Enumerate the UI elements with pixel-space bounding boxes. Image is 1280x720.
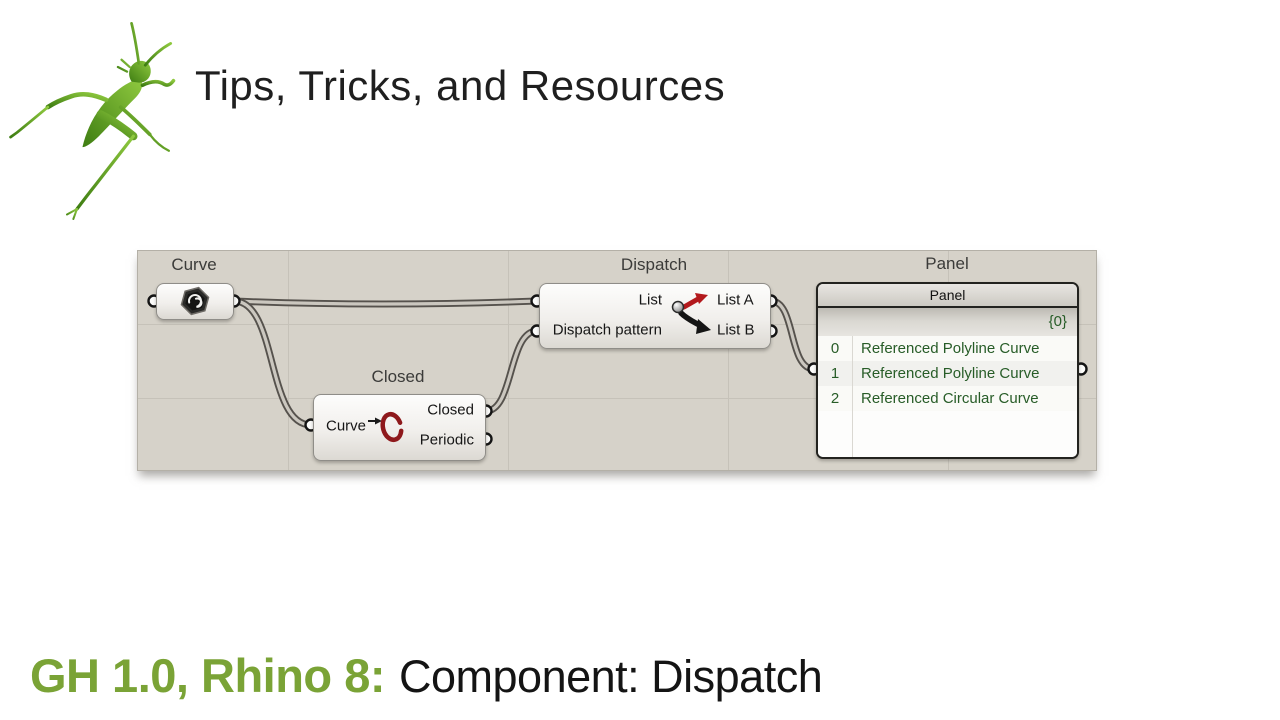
caption-version: GH 1.0, Rhino 8: — [30, 649, 386, 702]
dispatch-output-lista-label: List A — [717, 291, 754, 309]
wire-curve-to-closed[interactable] — [230, 297, 315, 429]
component-panel[interactable]: Panel {0} 0 Referenced Polyline Curve 1 … — [816, 282, 1079, 459]
dispatch-arrows-icon — [671, 293, 711, 334]
panel-row-index: 0 — [830, 340, 840, 357]
curve-hexagon-icon — [180, 286, 210, 316]
closed-input-curve-label: Curve — [326, 417, 367, 435]
wire-dispatch-to-panel[interactable] — [767, 297, 818, 373]
closed-output-periodic-label: Periodic — [419, 431, 474, 449]
panel-header: Panel — [818, 284, 1077, 308]
panel-row: 0 Referenced Polyline Curve — [818, 336, 1077, 361]
wire-closed-to-dispatch[interactable] — [482, 327, 541, 415]
panel-component-title: Panel — [925, 254, 969, 273]
caption-topic: Component: Dispatch — [399, 651, 823, 702]
wire-curve-to-dispatch[interactable] — [230, 297, 541, 308]
panel-row-value: Referenced Polyline Curve — [861, 365, 1040, 382]
panel-row-index: 2 — [830, 390, 840, 407]
component-closed[interactable]: Curve Closed Periodic — [313, 394, 486, 461]
grasshopper-logo-icon — [9, 21, 176, 221]
panel-row-value: Referenced Circular Curve — [861, 390, 1039, 407]
dispatch-input-pattern-label: Dispatch pattern — [552, 321, 662, 339]
component-curve[interactable] — [156, 283, 234, 320]
panel-rows: 0 Referenced Polyline Curve 1 Referenced… — [818, 336, 1077, 457]
component-dispatch[interactable]: List Dispatch pattern List A List B — [539, 283, 771, 349]
panel-branch-path: {0} — [818, 308, 1077, 336]
closed-output-closed-label: Closed — [427, 401, 474, 419]
dispatch-component-title: Dispatch — [620, 255, 688, 274]
wires-layer — [147, 294, 1088, 446]
closed-curve-icon — [368, 411, 404, 443]
panel-row-index: 1 — [830, 365, 840, 382]
closed-component-title: Closed — [371, 367, 425, 386]
dispatch-input-list-label: List — [638, 291, 662, 309]
grasshopper-canvas[interactable]: Curve Closed Curve Closed Periodic Dispa… — [137, 250, 1097, 471]
curve-component-title: Curve — [171, 255, 217, 274]
page-title: Tips, Tricks, and Resources — [195, 62, 726, 109]
caption: GH 1.0, Rhino 8: Component: Dispatch — [30, 648, 823, 705]
panel-row: 2 Referenced Circular Curve — [818, 386, 1077, 411]
dispatch-output-listb-label: List B — [717, 321, 755, 339]
panel-row-value: Referenced Polyline Curve — [861, 340, 1040, 357]
panel-row: 1 Referenced Polyline Curve — [818, 361, 1077, 386]
